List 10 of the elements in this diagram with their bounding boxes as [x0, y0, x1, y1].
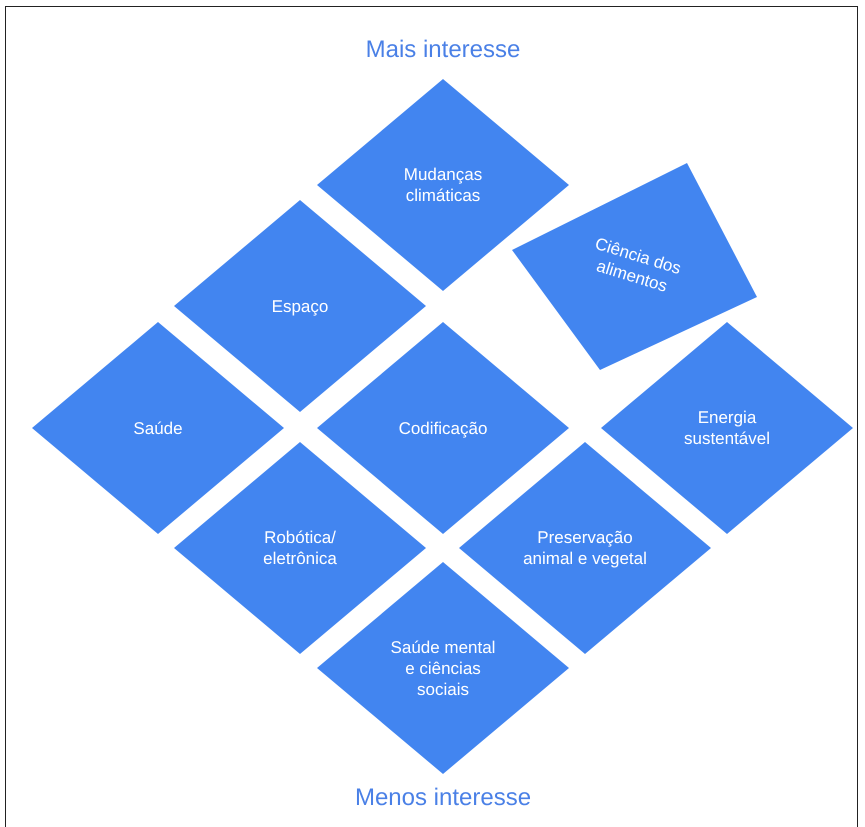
- topic-label: Saúde: [133, 418, 183, 438]
- topic-label: Espaço: [272, 296, 328, 316]
- topic-label: Robótica/ eletrônica: [262, 527, 338, 569]
- topic-label: Codificação: [398, 418, 488, 438]
- topic-label: Mudanças climáticas: [402, 164, 484, 206]
- topic-label: Preservação animal e vegetal: [522, 527, 648, 569]
- axis-label: Menos interesse: [354, 784, 532, 812]
- axis-label: Mais interesse: [366, 36, 520, 64]
- topic-label: Saúde mental e ciências sociais: [390, 636, 496, 700]
- topic-label: Energia sustentável: [683, 407, 771, 449]
